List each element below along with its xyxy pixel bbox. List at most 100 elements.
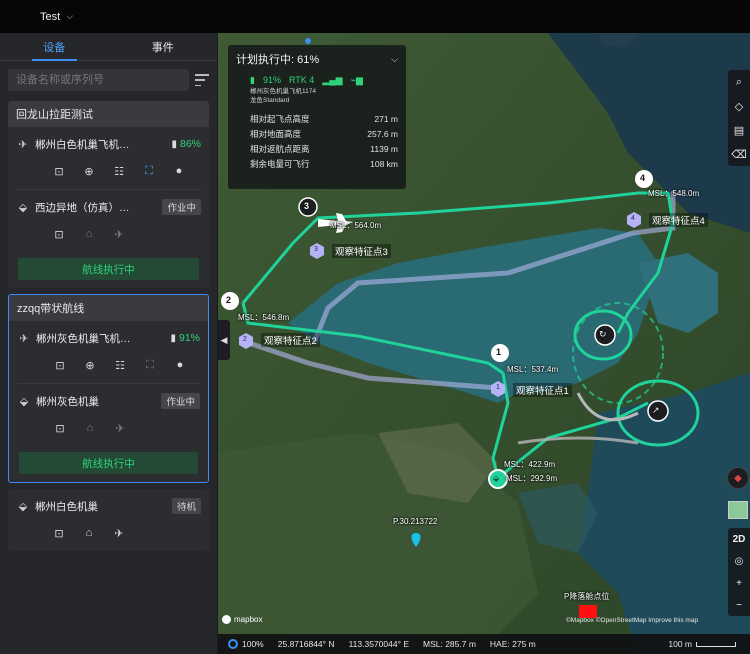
mission-progress: 计划执行中: 61% [236,54,320,66]
chevron-down-icon[interactable]: ⌵ [66,11,74,21]
feature-point-label[interactable]: 观察特征点4 [649,213,708,227]
focus-icon[interactable]: ⛶ [145,164,153,177]
eraser-icon[interactable]: ⌫ [731,148,747,161]
camera-icon[interactable]: ⊡ [54,165,64,178]
operator-icon[interactable]: ● [175,165,183,177]
zoom-ring-icon [228,639,238,649]
device-item[interactable]: ✈ 郴州白色机巢飞机… ▮86% ⊡ ⊕ ☷ ⛶ ● [8,127,209,189]
battery-level: 91% [262,75,281,85]
map-attribution[interactable]: ©Mapbox ©OpenStreetMap Improve this map [566,617,699,624]
feature-point-label[interactable]: 观察特征点3 [332,244,391,258]
camera-icon[interactable]: ⊡ [55,422,65,435]
device-item[interactable]: ⬙ 西边异地（仿真）… 作业中 ⊡ ⌂ ✈ [8,190,209,252]
group-title: zzqq带状航线 [9,295,208,321]
home-icon[interactable]: ⌂ [85,527,93,539]
home-msl-label: MSL：422.9m [504,460,556,469]
waypoint-number[interactable]: 4 [640,173,646,183]
map-scale: 100 m [668,639,736,649]
feature-point-label[interactable]: 观察特征点1 [513,383,572,397]
waypoint-number[interactable]: 3 [304,201,310,211]
orbit-icon[interactable]: ↻ [599,329,607,339]
waypoint-number[interactable]: 2 [226,295,232,305]
feature-number: 4 [631,215,635,222]
device-name: 郴州灰色机巢 [36,395,99,408]
payload-icon[interactable]: ☷ [115,359,125,372]
status-badge: 作业中 [162,199,201,215]
device-name: 郴州白色机巢 [35,500,98,513]
takeoff-icon[interactable]: ⊕ [84,165,94,178]
zoom-controls: 2D ◎ + − [728,528,750,616]
layer-settings-icon[interactable]: ▤ [733,124,745,137]
operator-icon[interactable]: ● [176,359,184,371]
waypoint-msl-label: MSL：564.0m [330,221,382,230]
battery-icon: ▮ [171,138,177,150]
camera-icon[interactable]: ⊡ [54,527,64,540]
compass-button[interactable]: ◆ [726,462,750,494]
home-icon[interactable]: ⌂ [85,228,93,240]
waypoint-msl-label: MSL：537.4m [507,365,559,374]
waypoint-number[interactable]: 1 [496,347,502,357]
signal-icon: ▂▄▆ [322,74,343,85]
battery-indicator: ▮91% [170,332,200,344]
map-type-thumbnail[interactable] [728,501,748,519]
sidebar-tabs: 设备 事件 [0,33,217,61]
device-item[interactable]: ✈ 郴州灰色机巢飞机… ▮91% ⊡ ⊕ ☷ ⛶ ● [9,321,208,383]
group-title: 回龙山拉距测试 [8,101,209,127]
home-dock-icon[interactable]: ⬙ [493,474,500,483]
filter-icon[interactable] [195,74,209,86]
dock-icon: ⬙ [19,395,29,408]
map-toolbar: ⌕ ◇ ▤ ⌫ [728,70,750,166]
tab-events[interactable]: 事件 [151,41,174,54]
drone-icon: ✈ [19,332,29,345]
device-actions: ⊡ ⌂ ✈ [16,218,201,248]
focus-icon[interactable]: ⛶ [146,358,154,371]
mission-executing-button[interactable]: 航线执行中 [18,258,199,280]
divider [16,189,201,190]
mapbox-logo[interactable]: mapbox [222,615,262,624]
search-icon[interactable]: ⌕ [735,75,743,88]
home-icon[interactable]: ⌂ [86,422,94,434]
mission-executing-button[interactable]: 航线执行中 [19,452,198,474]
status-bar: 100% 25.8716844° N 113.3570044° E MSL: 2… [218,634,750,654]
compass-icon: ◆ [727,467,749,489]
device-group-card[interactable]: zzqq带状航线 ✈ 郴州灰色机巢飞机… ▮91% ⊡ ⊕ ☷ ⛶ ● ⬙ 郴州… [8,294,209,483]
payload-icon[interactable]: ☷ [114,165,124,178]
location-pin-icon[interactable]: ◇ [734,100,744,113]
waypoint-msl-label: MSL：546.8m [238,313,290,322]
zoom-out-button[interactable]: − [736,599,742,611]
map-view[interactable]: 1 2 3 4 1 2 3 4 MSL：537.4m MSL：546.8m MS… [218,33,750,654]
drone-dispatch-icon[interactable]: ✈ [114,527,124,540]
device-name: 西边异地（仿真）… [35,201,130,214]
mapbox-icon [222,615,231,624]
drone-dispatch-icon[interactable]: ✈ [114,228,124,241]
device-group-card[interactable]: 回龙山拉距测试 ✈ 郴州白色机巢飞机… ▮86% ⊡ ⊕ ☷ ⛶ ● ⬙ 西边异… [8,101,209,288]
camera-icon[interactable]: ⊡ [55,359,65,372]
mission-panel[interactable]: 计划执行中: 61% ⌵ ▮ 91% RTK 4 ▂▄▆ ⌁▆ 郴州灰色机巢飞机… [228,45,406,189]
home-msl-label: MSL：292.9m [506,474,558,483]
camera-icon[interactable]: ⊡ [54,228,64,241]
project-name[interactable]: Test [40,10,61,23]
device-item[interactable]: ⬙ 郴州灰色机巢 作业中 ⊡ ⌂ ✈ [9,384,208,446]
drone-dispatch-icon[interactable]: ✈ [115,422,125,435]
zoom-in-button[interactable]: + [736,577,742,589]
feature-number: 2 [243,336,247,343]
feature-point-label[interactable]: 观察特征点2 [261,333,320,347]
2d-toggle-button[interactable]: 2D [732,533,746,545]
feature-number: 1 [496,384,500,391]
satellite-map[interactable] [218,33,750,654]
device-item[interactable]: ⬙ 郴州白色机巢 待机 ⊡ ⌂ ✈ [8,489,209,551]
divider [17,383,200,384]
locate-icon[interactable]: ◎ [734,555,744,567]
mission-panel-header[interactable]: 计划执行中: 61% ⌵ [228,45,406,73]
return-icon[interactable]: ↗ [652,405,660,415]
takeoff-icon[interactable]: ⊕ [85,359,95,372]
chevron-down-icon[interactable]: ⌵ [391,53,398,64]
device-group-card[interactable]: ⬙ 郴州白色机巢 待机 ⊡ ⌂ ✈ [8,489,209,551]
search-input[interactable] [8,69,189,91]
map-pin-label: P.30.213722 [393,517,438,526]
tab-devices[interactable]: 设备 [0,33,109,61]
collapse-sidebar-button[interactable]: ◀ [218,320,230,360]
link-icon: ⌁▆ [350,74,363,85]
